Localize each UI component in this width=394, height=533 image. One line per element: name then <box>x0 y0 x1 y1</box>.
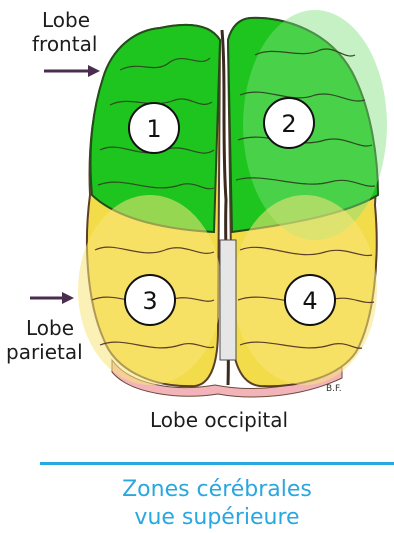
brain-top-view-diagram: 1 2 3 4 B.F. <box>0 0 394 450</box>
zone-number-3: 3 <box>142 287 157 315</box>
zone-marker-1: 1 <box>129 103 179 153</box>
zone-marker-2: 2 <box>264 98 314 148</box>
arrow-to-frontal-icon <box>44 65 100 77</box>
caption-divider <box>40 462 394 465</box>
caption-line-1: Zones cérébrales <box>40 476 394 504</box>
zone-number-2: 2 <box>281 110 296 138</box>
midline-gap <box>220 240 236 360</box>
author-signature: B.F. <box>326 384 342 394</box>
zone-number-1: 1 <box>146 115 161 143</box>
zone-marker-3: 3 <box>125 275 175 325</box>
zone-marker-4: 4 <box>285 275 335 325</box>
arrow-to-parietal-icon <box>30 292 74 304</box>
zone-number-4: 4 <box>302 287 317 315</box>
caption-line-2: vue supérieure <box>40 504 394 532</box>
